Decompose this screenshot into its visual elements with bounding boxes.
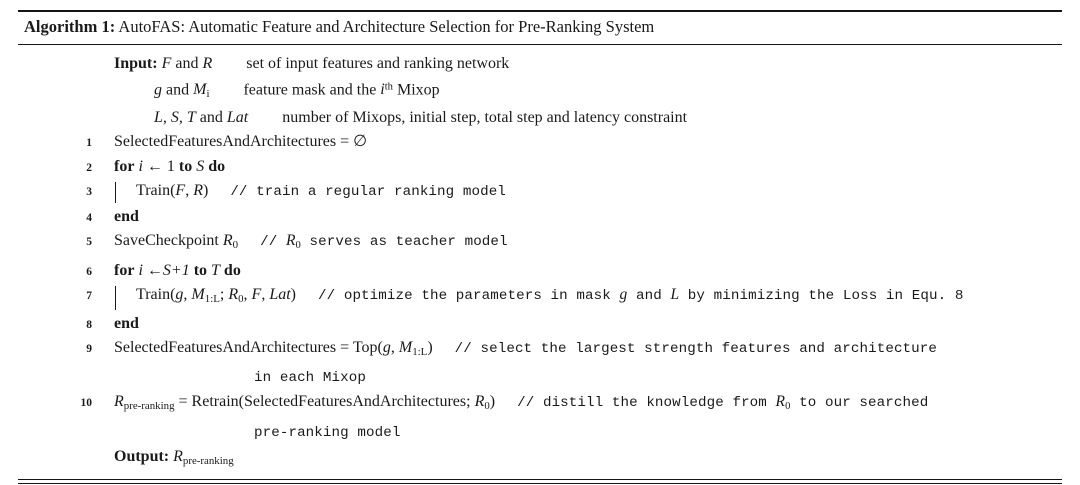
step-line-3: 3 Train(F, R) // train a regular ranking… bbox=[18, 179, 1062, 205]
train-args-2: (g, M1:L; R0, F, Lat) bbox=[170, 286, 296, 306]
step-line-1: 1 SelectedFeaturesAndArchitectures = ∅ bbox=[18, 130, 1062, 155]
input-desc-1: set of input features and ranking networ… bbox=[246, 55, 510, 72]
keyword-do: do bbox=[208, 157, 226, 175]
step-line-10-continuation: pre-ranking model bbox=[18, 420, 1062, 446]
input-keyword: Input: bbox=[114, 55, 158, 72]
train-args-1: (F, R) bbox=[170, 182, 209, 200]
call-retrain: Retrain bbox=[191, 393, 239, 411]
input-symbol-Lat: Lat bbox=[226, 109, 249, 127]
input-desc-2-tail: Mixop bbox=[396, 81, 440, 99]
input-row-2: g and Mi feature mask and the ith Mixop bbox=[18, 76, 1062, 106]
comment-step-9-wrap: in each Mixop bbox=[254, 369, 366, 386]
output-value: Rpre-ranking bbox=[173, 448, 234, 468]
comment-step-7: // optimize the parameters in mask g and… bbox=[317, 286, 964, 305]
empty-set-symbol: ∅ bbox=[353, 133, 368, 151]
call-top: Top bbox=[352, 339, 378, 357]
loop-start-value: 1 bbox=[166, 157, 175, 175]
caption-rule bbox=[18, 44, 1062, 45]
keyword-end: end bbox=[114, 207, 139, 225]
bottom-rule-2 bbox=[18, 482, 1062, 484]
operator-equals: = bbox=[340, 133, 350, 151]
comment-step-5: // R0 serves as teacher model bbox=[260, 232, 508, 252]
input-symbol-g: g bbox=[154, 81, 162, 99]
algorithm-caption: Algorithm 1: AutoFAS: Automatic Feature … bbox=[18, 12, 1062, 41]
call-savecheckpoint: SaveCheckpoint bbox=[114, 232, 219, 250]
bottom-rule-1 bbox=[18, 479, 1062, 481]
retrain-args: (SelectedFeaturesAndArchitectures; R0) bbox=[238, 393, 496, 413]
loop-variable-i: i bbox=[138, 261, 143, 279]
input-symbol-F: F bbox=[161, 55, 172, 72]
keyword-to: to bbox=[193, 261, 208, 279]
input-desc-3: number of Mixops, initial step, total st… bbox=[282, 109, 688, 127]
step-line-9: 9 SelectedFeaturesAndArchitectures = Top… bbox=[18, 336, 1062, 365]
input-symbol-LST: L, S, T bbox=[154, 109, 196, 127]
comment-step-10: // distill the knowledge from R0 to our … bbox=[517, 393, 929, 413]
step-line-2: 2 for i ← 1 to S do bbox=[18, 155, 1062, 180]
keyword-for: for bbox=[114, 261, 135, 279]
output-keyword: Output: bbox=[114, 448, 170, 466]
step-number: 9 bbox=[86, 343, 92, 356]
top-args: (g, M1:L) bbox=[377, 339, 433, 359]
operator-equals: = bbox=[178, 393, 188, 411]
loop-end-value-S: S bbox=[196, 157, 205, 175]
output-row: Output: Rpre-ranking bbox=[18, 445, 1062, 473]
step-line-6: 6 for i ←S+1 to T do bbox=[18, 259, 1062, 284]
conj-and-2: and bbox=[166, 81, 190, 99]
operator-equals: = bbox=[340, 339, 350, 357]
keyword-to: to bbox=[178, 157, 193, 175]
algorithm-block: Algorithm 1: AutoFAS: Automatic Feature … bbox=[18, 10, 1062, 484]
keyword-end: end bbox=[114, 314, 139, 332]
assign-arrow-icon: ← bbox=[146, 157, 163, 175]
loop-end-value-T: T bbox=[211, 261, 220, 279]
comment-step-10-wrap: pre-ranking model bbox=[254, 424, 401, 441]
input-symbol-Mi: Mi bbox=[193, 81, 210, 101]
assign-arrow-icon: ← bbox=[146, 261, 163, 279]
model-R-pre-ranking: Rpre-ranking bbox=[114, 393, 175, 413]
input-row-1: Input: F and R set of input features and… bbox=[18, 52, 1062, 76]
keyword-do: do bbox=[223, 261, 241, 279]
step-number: 5 bbox=[86, 236, 92, 249]
conj-and-3: and bbox=[199, 109, 223, 127]
step-number: 10 bbox=[80, 397, 93, 410]
top-rule bbox=[18, 10, 1062, 12]
step-number: 2 bbox=[86, 161, 92, 174]
algorithm-title: AutoFAS: Automatic Feature and Architect… bbox=[118, 17, 655, 36]
step-number: 8 bbox=[86, 318, 92, 331]
loop-variable-i: i bbox=[138, 157, 143, 175]
step-code-selected: SelectedFeaturesAndArchitectures bbox=[114, 339, 337, 357]
comment-step-9: // select the largest strength features … bbox=[454, 341, 938, 358]
step-line-9-continuation: in each Mixop bbox=[18, 365, 1062, 391]
loop-start-value-s-plus-1: S+1 bbox=[162, 261, 190, 279]
step-line-4: 4 end bbox=[18, 205, 1062, 230]
call-train: Train bbox=[136, 182, 171, 200]
input-desc-2: feature mask and the bbox=[243, 81, 377, 99]
input-symbol-i-th: ith bbox=[380, 81, 393, 99]
step-number: 3 bbox=[86, 186, 92, 199]
step-number: 7 bbox=[86, 290, 92, 303]
keyword-for: for bbox=[114, 157, 135, 175]
step-line-10: 10 Rpre-ranking = Retrain(SelectedFeatur… bbox=[18, 390, 1062, 419]
algorithm-body: Input: F and R set of input features and… bbox=[18, 45, 1062, 479]
step-code-selected: SelectedFeaturesAndArchitectures bbox=[114, 133, 337, 151]
step-number: 6 bbox=[86, 265, 92, 278]
step-line-7: 7 Train(g, M1:L; R0, F, Lat) // optimize… bbox=[18, 283, 1062, 312]
step-line-5: 5 SaveCheckpoint R0 // R0 serves as teac… bbox=[18, 229, 1062, 258]
call-train: Train bbox=[136, 286, 171, 304]
step-number: 1 bbox=[86, 137, 92, 150]
model-R0: R0 bbox=[222, 232, 239, 252]
algorithm-label: Algorithm 1: bbox=[24, 17, 116, 36]
step-number: 4 bbox=[86, 211, 92, 224]
conj-and-1: and bbox=[175, 55, 199, 72]
step-line-8: 8 end bbox=[18, 312, 1062, 337]
input-row-3: L, S, T and Lat number of Mixops, initia… bbox=[18, 106, 1062, 130]
comment-step-3: // train a regular ranking model bbox=[230, 184, 506, 201]
input-symbol-R: R bbox=[202, 55, 213, 72]
